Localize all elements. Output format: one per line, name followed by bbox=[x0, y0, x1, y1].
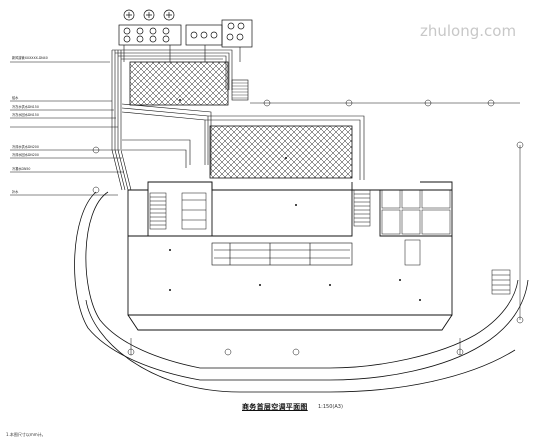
grid-axis-top bbox=[92, 99, 520, 194]
drawing-title: 商务首层空调平面图 bbox=[242, 403, 308, 411]
hatched-area-upper bbox=[129, 61, 229, 106]
diffusers bbox=[169, 99, 421, 301]
stair-core-left bbox=[149, 189, 371, 230]
chiller-units bbox=[118, 19, 253, 48]
label-fresh-air: 新风接管XXXXXX-DN40 bbox=[12, 56, 48, 60]
grid-axis-bottom bbox=[127, 338, 464, 356]
drawing-footnote: 1.本图尺寸以mm计。 bbox=[6, 432, 46, 437]
label-condensate: 冷凝水DN50 bbox=[12, 167, 31, 171]
label-water-supply: 给水 bbox=[12, 96, 19, 100]
label-leaders bbox=[10, 61, 124, 196]
hatched-area-lower bbox=[209, 125, 353, 179]
label-chw-supply: 冷冻水供水DN150 bbox=[12, 105, 39, 109]
cooling-tower-group-1 bbox=[123, 9, 175, 21]
label-makeup-water: 补水 bbox=[12, 190, 19, 194]
right-axis bbox=[491, 141, 524, 324]
drawing-scale: 1:150(A3) bbox=[318, 404, 343, 410]
watermark: zhulong.com bbox=[420, 22, 517, 40]
label-cw-return: 冷却水回水DN200 bbox=[12, 153, 39, 157]
curved-driveway bbox=[74, 191, 529, 393]
air-ducts bbox=[211, 242, 353, 266]
label-cw-supply: 冷却水供水DN200 bbox=[12, 145, 39, 149]
right-rooms bbox=[381, 189, 451, 266]
stair-upper bbox=[231, 79, 249, 101]
building-outline bbox=[127, 181, 453, 331]
label-chw-return: 冷冻水回水DN150 bbox=[12, 113, 39, 117]
